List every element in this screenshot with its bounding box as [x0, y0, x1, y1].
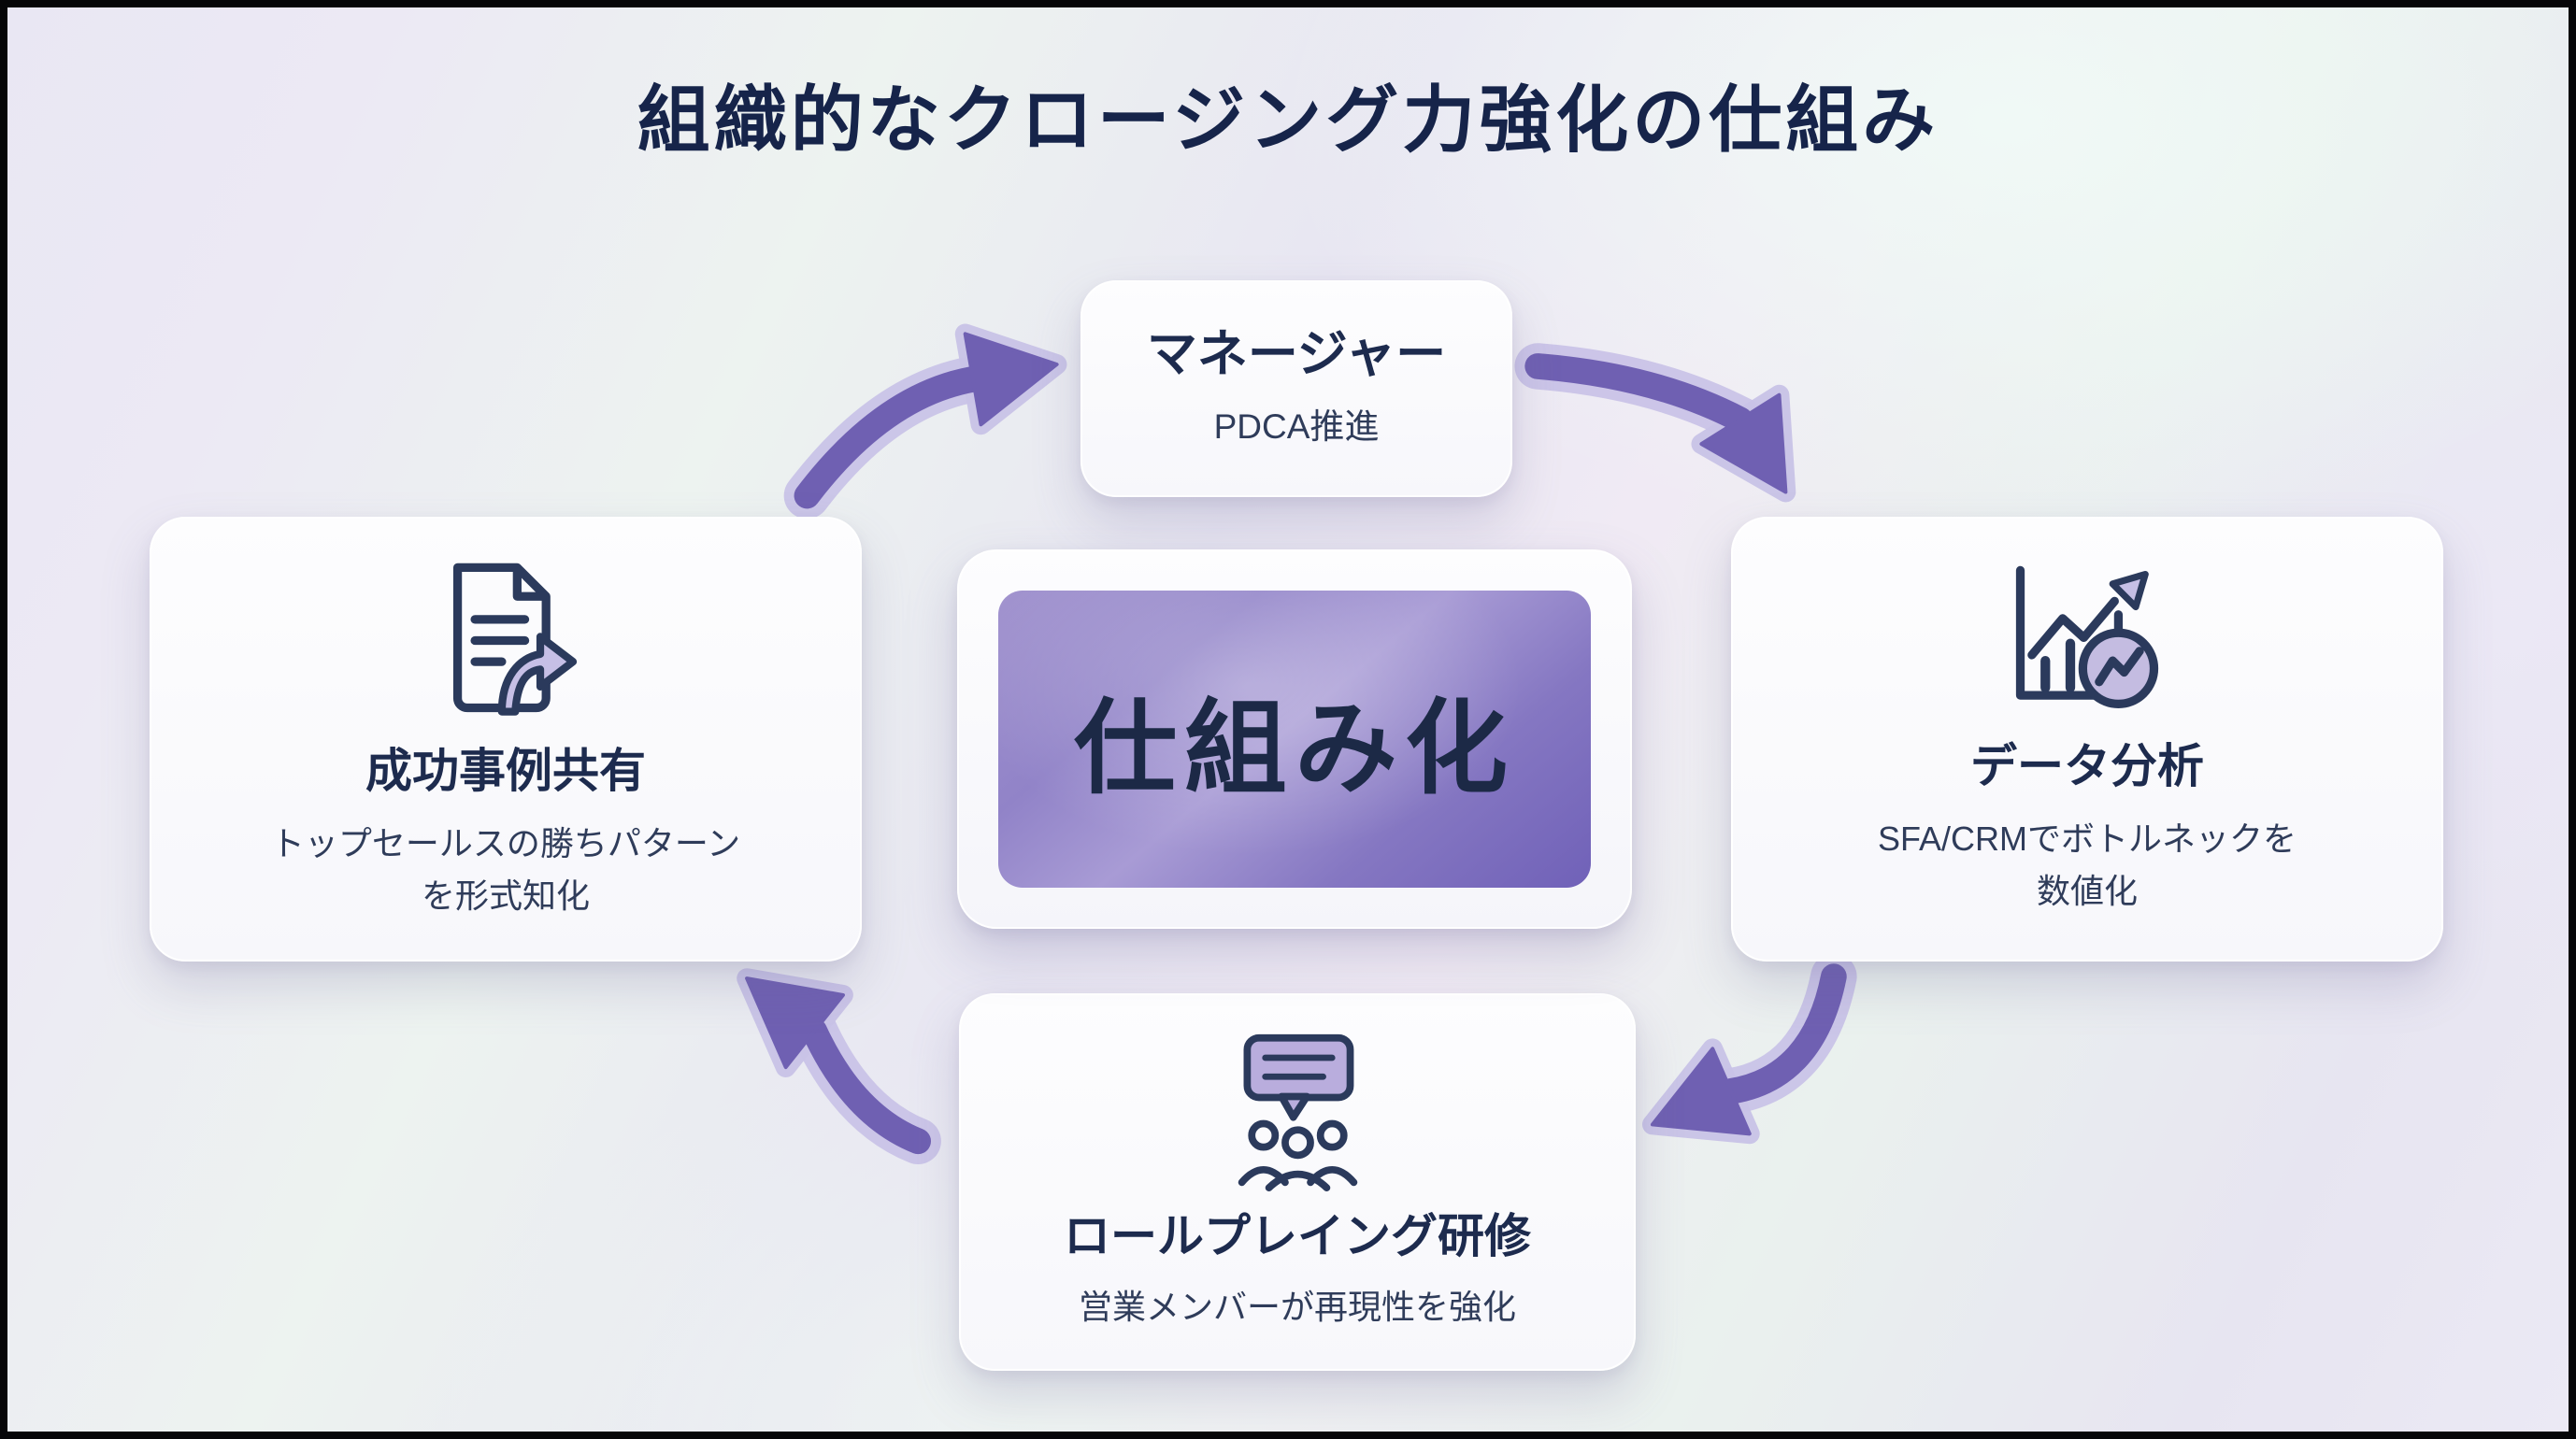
- arrow-bottom-to-left-icon: [737, 968, 941, 1165]
- center-highlight-box: 仕組み化: [998, 591, 1591, 888]
- node-data-analysis: データ分析 SFA/CRMでボトルネックを 数値化: [1731, 517, 2443, 962]
- arrow-left-to-top-icon: [783, 323, 1067, 520]
- node-success-case-sharing: 成功事例共有 トップセールスの勝ちパターン を形式知化: [150, 517, 862, 962]
- center-label: 仕組み化: [1074, 691, 1515, 806]
- arrow-right-to-bottom-icon: [1642, 953, 1857, 1145]
- chart-growth-icon: [2003, 561, 2171, 720]
- node-manager: マネージャー PDCA推進: [1080, 280, 1512, 497]
- discussion-people-icon: [1211, 1031, 1384, 1192]
- page-title: 組織的なクロージング力強化の仕組み: [637, 78, 1939, 161]
- node-title: マネージャー: [1146, 325, 1447, 382]
- node-subtitle: トップセールスの勝ちパターン を形式知化: [270, 824, 741, 915]
- node-title: 成功事例共有: [365, 745, 646, 798]
- node-title: データ分析: [1970, 740, 2204, 793]
- node-title: ロールプレイング研修: [1064, 1210, 1531, 1263]
- node-subtitle: 営業メンバーが再現性を強化: [1078, 1288, 1516, 1327]
- node-roleplay-training: ロールプレイング研修 営業メンバーが再現性を強化: [959, 993, 1636, 1371]
- arrow-top-to-right-icon: [1514, 343, 1796, 503]
- node-subtitle: PDCA推進: [1213, 406, 1380, 446]
- node-subtitle: SFA/CRMでボトルネックを 数値化: [1877, 819, 2297, 910]
- center-card: 仕組み化: [957, 549, 1632, 929]
- document-share-icon: [426, 556, 585, 724]
